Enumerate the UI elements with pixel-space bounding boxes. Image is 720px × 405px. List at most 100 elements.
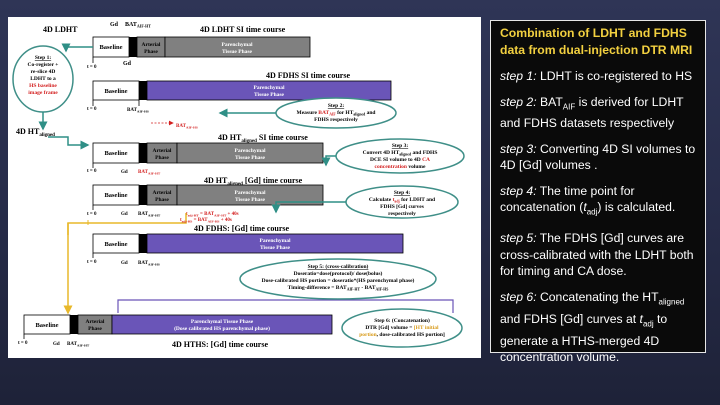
row-ldht: 4D LDHT Gd BATAIF-HT 4D LDHT SI time cou… — [43, 22, 311, 70]
panel-title: Combination of LDHT and FDHS data from d… — [500, 26, 693, 57]
row3-par2: Tissue Phase — [235, 155, 266, 161]
summary-panel: Combination of LDHT and FDHS data from d… — [490, 20, 706, 364]
row5-title: 4D FDHS: [Gd] time course — [194, 224, 290, 233]
step6-ellipse — [341, 308, 463, 348]
step5-line3: Dose-calibrated HS portion = doseratio*(… — [262, 277, 415, 284]
row3-parenchymal-box — [176, 142, 324, 164]
row-htaligned-gd: 4D HTaligned [Gd] time course Baseline A… — [87, 176, 324, 218]
row1-par1: Parenchymal — [221, 42, 253, 48]
step4-line4: respectively — [388, 211, 416, 217]
row2-par1: Parenchymal — [253, 85, 285, 91]
step2-bat-label: BATAIF-HS — [176, 124, 198, 130]
row3-par1: Parenchymal — [234, 148, 266, 154]
step4-text: step 4: The time point for concatenation… — [500, 183, 676, 217]
row6-par1: Parenchymal Tissue Phase — [191, 319, 254, 325]
step3-line4: concentration volume — [375, 164, 426, 170]
row1-bolus — [129, 37, 137, 57]
row1-baseline: Baseline — [99, 44, 122, 51]
step2-line3: FDHS respectively — [314, 117, 358, 123]
row4-gd: Gd — [121, 212, 128, 217]
row6-bolus — [70, 315, 78, 334]
row4-parenchymal-box — [176, 184, 324, 206]
row2-bat: BATAIF-HS — [127, 108, 149, 114]
step2-text: step 2: BATAIF is derived for LDHT and F… — [500, 94, 684, 131]
step6-line3: portion, dose-calibrated HS portion] — [359, 332, 445, 338]
row3-title: 4D HTaligned SI time course — [218, 133, 308, 144]
row1-art2: Phase — [144, 49, 158, 55]
row6-title: 4D HTHS: [Gd] time course — [172, 340, 268, 349]
step3-line3: DCE SI volume to 4D CA — [370, 157, 430, 163]
row2-parenchymal-box — [146, 80, 392, 101]
row3-baseline: Baseline — [104, 150, 127, 157]
row2-gd: Gd — [123, 61, 132, 67]
row4-art2: Phase — [155, 197, 169, 203]
row4-bolus — [139, 185, 147, 205]
row1-art1: Arterial — [142, 42, 161, 48]
row2-baseline: Baseline — [104, 88, 127, 95]
row4-baseline: Baseline — [104, 192, 127, 199]
row2-title: 4D FDHS SI time course — [266, 71, 350, 80]
row1-par2: Tissue Phase — [222, 49, 253, 55]
row5-baseline: Baseline — [104, 241, 127, 248]
row-fdhs-si: Gd 4D FDHS SI time course Baseline Paren… — [87, 61, 392, 114]
step5-title: Step 5: (cross-calibration) — [308, 263, 369, 270]
row1-title: 4D LDHT SI time course — [200, 25, 286, 34]
row5-bolus — [139, 234, 147, 253]
row4-art1: Arterial — [153, 190, 172, 196]
row5-par2: Tissue Phase — [260, 245, 291, 251]
row6-bat: BATAIF-HT — [67, 342, 90, 348]
row3-art2: Phase — [155, 155, 169, 161]
row-fdhs-gd: 4D FDHS: [Gd] time course Baseline Paren… — [87, 224, 404, 267]
row3-gd: Gd — [121, 170, 128, 175]
row6-baseline: Baseline — [35, 322, 58, 329]
row4-tadj: tadj-HT = BATAIF-HT + 40s — [186, 212, 239, 218]
workflow-diagram: 4D LDHT Gd BATAIF-HT 4D LDHT SI time cou… — [8, 17, 481, 358]
step4-title: Step 4: — [394, 190, 411, 196]
row6-par2: (Dose calibrated HS parenchymal phase) — [174, 325, 270, 332]
row5-tadj: tadj-HS = BATAIF-HS + 40s — [180, 218, 232, 224]
step1-text: step 1: LDHT is co-registered to HS — [500, 69, 693, 83]
step5-ellipse — [239, 258, 437, 300]
row-hths-gd: Baseline Arterial Phase Parenchymal Tiss… — [18, 314, 333, 349]
step6-line2: DTR [Gd] volume = [HT initial — [365, 325, 439, 331]
step2-line2: Measure BATAIF for HTaligned and — [297, 110, 376, 117]
row4-par2: Tissue Phase — [235, 197, 266, 203]
row4-title: 4D HTaligned [Gd] time course — [204, 176, 303, 187]
row3-bat: BATAIF-HT — [138, 170, 161, 176]
step1-line4: LDHT to a — [30, 76, 56, 82]
step4-line3: FDHS [Gd] curves — [380, 204, 424, 210]
step6-text: step 6: Concatenating the HTaligned and … — [500, 289, 685, 365]
row4-bat: BATAIF-HT — [138, 212, 161, 218]
step1-title: Step 1: — [35, 55, 52, 61]
row2-par2: Tissue Phase — [254, 92, 285, 98]
step5-line2: Doseratio=dose(protocol)/ dose(bolus) — [294, 270, 383, 277]
row5-bat: BATAIF-HS — [138, 261, 160, 267]
row3-bolus — [139, 143, 147, 163]
row5-par1: Parenchymal — [259, 238, 291, 244]
row1-bat: BATAIF-HT — [125, 22, 151, 29]
row5-gd: Gd — [121, 261, 128, 266]
step1-line3: re-slice 4D — [31, 69, 56, 75]
step2-title: Step 2: — [328, 103, 345, 109]
row3-art1: Arterial — [153, 148, 172, 154]
row2-t0: t = 0 — [87, 107, 97, 112]
step5-line4: Timing-difference = BATAIF-HT - BATAIF-H… — [288, 285, 389, 292]
row1-parenchymal-box — [164, 36, 311, 58]
step6-title: Step 6: (Concatenation) — [374, 317, 430, 324]
row4-t0: t = 0 — [87, 212, 97, 217]
step3-text: step 3: Converting 4D SI volumes to 4D [… — [500, 141, 696, 173]
row6-t0: t = 0 — [18, 341, 28, 346]
row6-art2: Phase — [88, 326, 102, 332]
step3-line2: Convert 4D HTaligned and FDHS — [363, 150, 438, 157]
step1-line6: image frame — [28, 90, 58, 96]
row1-gd: Gd — [110, 22, 119, 28]
row1-label: 4D LDHT — [43, 25, 78, 34]
step3-title: Step 3: — [392, 143, 409, 149]
row5-t0: t = 0 — [87, 260, 97, 265]
row4-par1: Parenchymal — [234, 190, 266, 196]
row6-gd: Gd — [53, 342, 60, 347]
row6-art1: Arterial — [86, 319, 105, 325]
row3-t0: t = 0 — [87, 169, 97, 174]
row1-t0: t = 0 — [87, 65, 97, 70]
step1-line5: HS baseline — [29, 83, 57, 89]
